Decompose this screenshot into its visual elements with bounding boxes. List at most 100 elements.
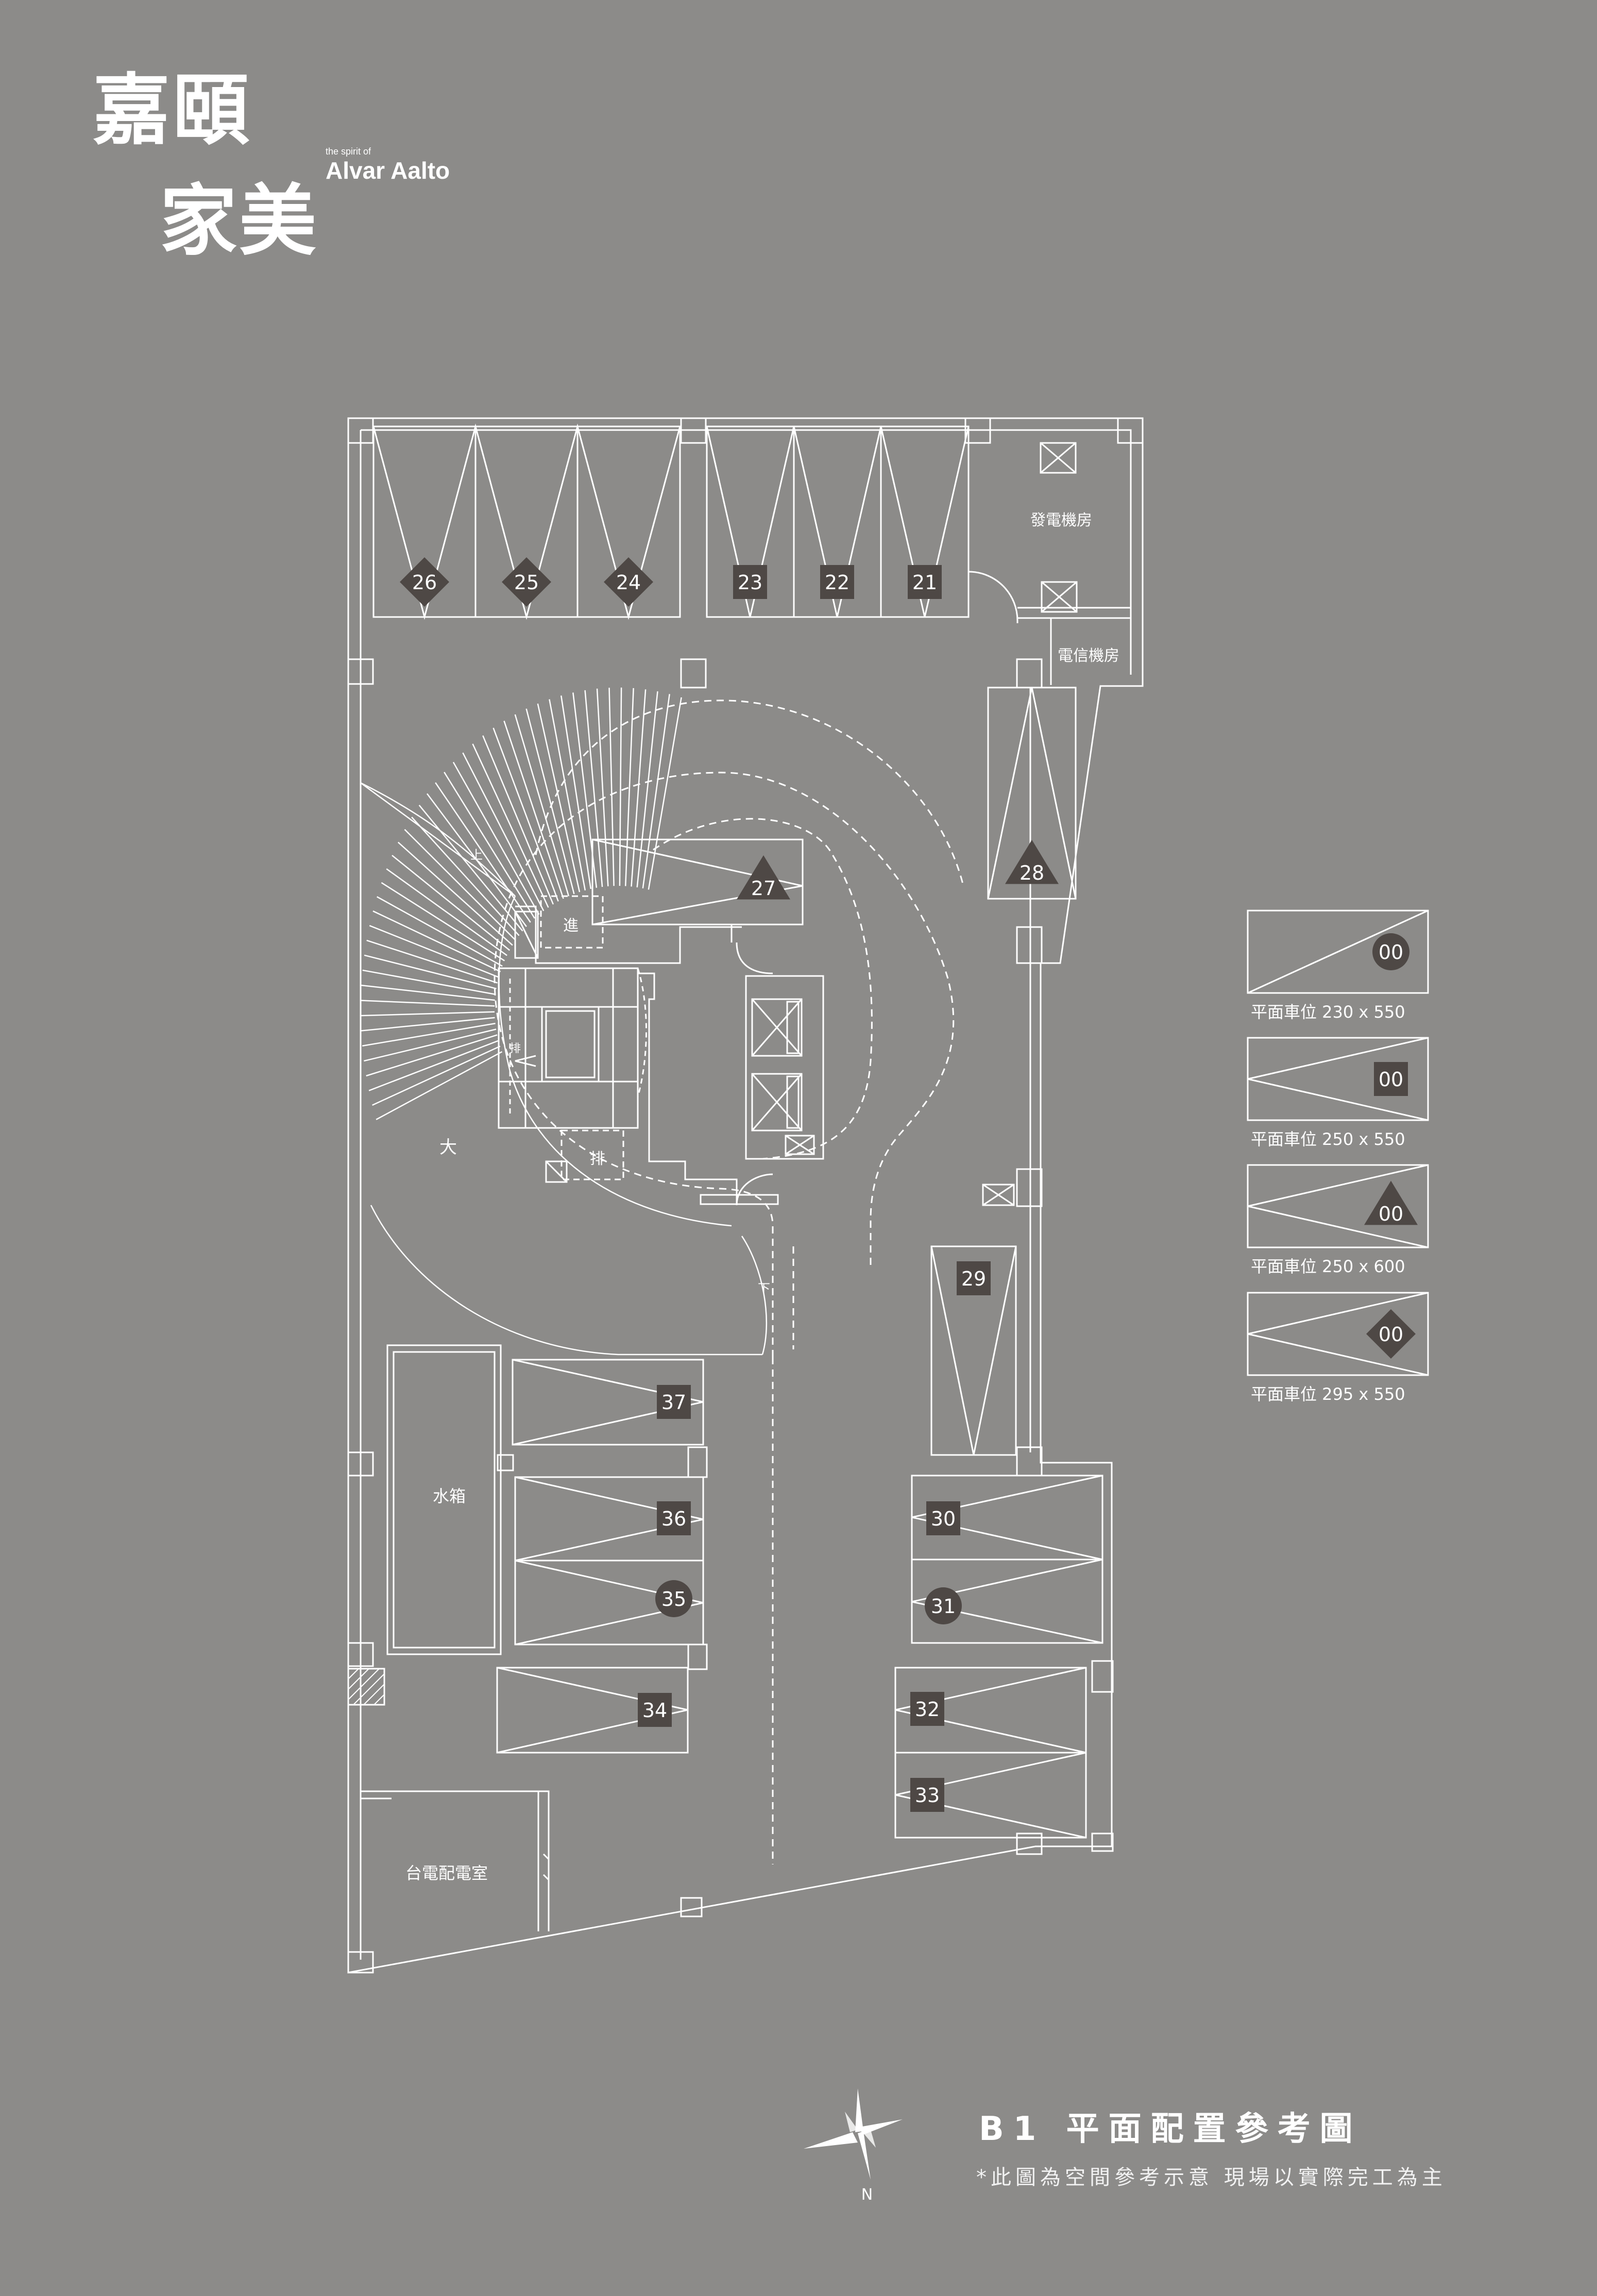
ramp-tread [392, 854, 511, 951]
ramp-tread [492, 727, 559, 902]
space-number: 25 [514, 571, 539, 594]
ramp-tread [452, 762, 540, 915]
ramp-tread [361, 1017, 495, 1032]
space-marker-diamond [1366, 1309, 1416, 1359]
ramp-big-label: 大 [439, 1137, 457, 1158]
ramp-path [494, 699, 964, 1864]
ramp-tread [482, 735, 554, 905]
ramp-up-label: 上 [470, 848, 483, 862]
parking-space-30: 30 [926, 1501, 960, 1535]
ramp-tread [362, 1022, 496, 1047]
parking-row-top [372, 423, 970, 620]
legend-box [1247, 910, 1429, 994]
legend-sample [1247, 1037, 1429, 1121]
plan-title: B1 平面配置參考圖 [979, 2110, 1362, 2148]
ramp-tread [642, 694, 670, 888]
ramp-tread [366, 1034, 498, 1077]
space-marker-diamond [604, 557, 653, 607]
ramp-tread [549, 699, 586, 890]
space-number: 24 [616, 571, 641, 594]
parking-space-25: 25 [502, 557, 551, 607]
legend-label-2: 平面車位 250 x 600 [1251, 1257, 1405, 1276]
legend-marker-diamond: 00 [1366, 1309, 1416, 1359]
space-number: 00 [1379, 1203, 1403, 1225]
ramp-tread [397, 842, 513, 946]
parking-29-outline [930, 1245, 1017, 1456]
ramp-tread [364, 954, 497, 989]
parking-28-outline [987, 687, 1077, 900]
parking-space-26: 26 [400, 557, 449, 607]
space-marker-square [820, 565, 854, 599]
exhaust-label: 排 [590, 1150, 605, 1168]
ramp-tread [372, 910, 501, 972]
ramp-tread [648, 697, 682, 890]
parking-space-32: 32 [910, 1692, 944, 1726]
ramp-tread [608, 688, 615, 886]
power-room-label: 台電配電室 [405, 1863, 488, 1883]
ramp-tread [427, 793, 527, 927]
ramp-tread [372, 1046, 501, 1106]
brand-name-line2: 家美 [160, 177, 319, 266]
space-marker-square [957, 1261, 991, 1295]
plan-note: *此圖為空間參考示意 現場以實際完工為主 [976, 2166, 1447, 2189]
ramp-tread [376, 1051, 503, 1120]
space-number: 33 [915, 1784, 940, 1807]
space-number: 34 [642, 1699, 667, 1722]
space-marker-square [657, 1501, 691, 1535]
power-room [361, 1790, 550, 1931]
space-marker-square [910, 1778, 944, 1812]
ramp-tread [596, 689, 609, 886]
brand-name-line1: 嘉頤 [93, 66, 252, 156]
ramp-down-label: 下 [758, 1281, 770, 1296]
intake-label: 進 [563, 917, 579, 935]
ramp-tread [444, 772, 535, 919]
ramp-tread [435, 782, 531, 923]
ramp-tread [361, 1011, 495, 1017]
space-number: 36 [661, 1507, 686, 1530]
ramp-tread [381, 882, 505, 962]
legend-marker-triangle: 00 [1364, 1180, 1418, 1225]
space-number: 37 [661, 1391, 686, 1414]
ramp-tread [362, 969, 496, 995]
space-number: 22 [825, 571, 850, 594]
space-marker-circle [925, 1587, 962, 1624]
ramp-tread [584, 690, 603, 887]
parking-space-36: 36 [657, 1501, 691, 1535]
space-number: 29 [961, 1267, 986, 1290]
ramp-tread [361, 1000, 495, 1007]
ramp-tread [525, 708, 575, 895]
ramp-tread [462, 752, 545, 912]
ramp-tread [377, 896, 503, 967]
parking-space-21: 21 [908, 565, 942, 599]
space-marker-square [638, 1693, 672, 1727]
space-number: 23 [738, 571, 762, 594]
legend-label-0: 平面車位 230 x 550 [1251, 1002, 1405, 1022]
parking-space-34: 34 [638, 1693, 672, 1727]
ramp-tread [503, 721, 564, 899]
space-marker-circle [1372, 933, 1409, 970]
legend-diagonal [1247, 1292, 1429, 1376]
legend-diagonal [1247, 910, 1429, 994]
space-number: 35 [661, 1588, 686, 1610]
brand-tagline-name: Alvar Aalto [326, 157, 450, 184]
legend-diagonal [1247, 1164, 1429, 1248]
brand-logo: 嘉頤 the spirit of Alvar Aalto 家美 [93, 72, 505, 299]
space-marker-square [657, 1385, 691, 1419]
parking-space-23: 23 [733, 565, 767, 599]
space-number: 32 [915, 1698, 940, 1721]
space-number: 31 [931, 1595, 956, 1618]
telecom-room-label: 電信機房 [1058, 647, 1119, 665]
space-marker-square [1374, 1062, 1408, 1096]
parking-space-33: 33 [910, 1778, 944, 1812]
space-marker-square [926, 1501, 960, 1535]
space-number: 28 [1020, 862, 1044, 884]
space-number: 00 [1379, 1068, 1403, 1091]
space-marker-diamond [400, 557, 449, 607]
ramp-tread [411, 816, 520, 936]
water-tank [347, 1344, 514, 1706]
ramp-tread [619, 688, 622, 886]
space-marker-triangle [737, 855, 790, 900]
parking-space-31: 31 [925, 1587, 962, 1624]
